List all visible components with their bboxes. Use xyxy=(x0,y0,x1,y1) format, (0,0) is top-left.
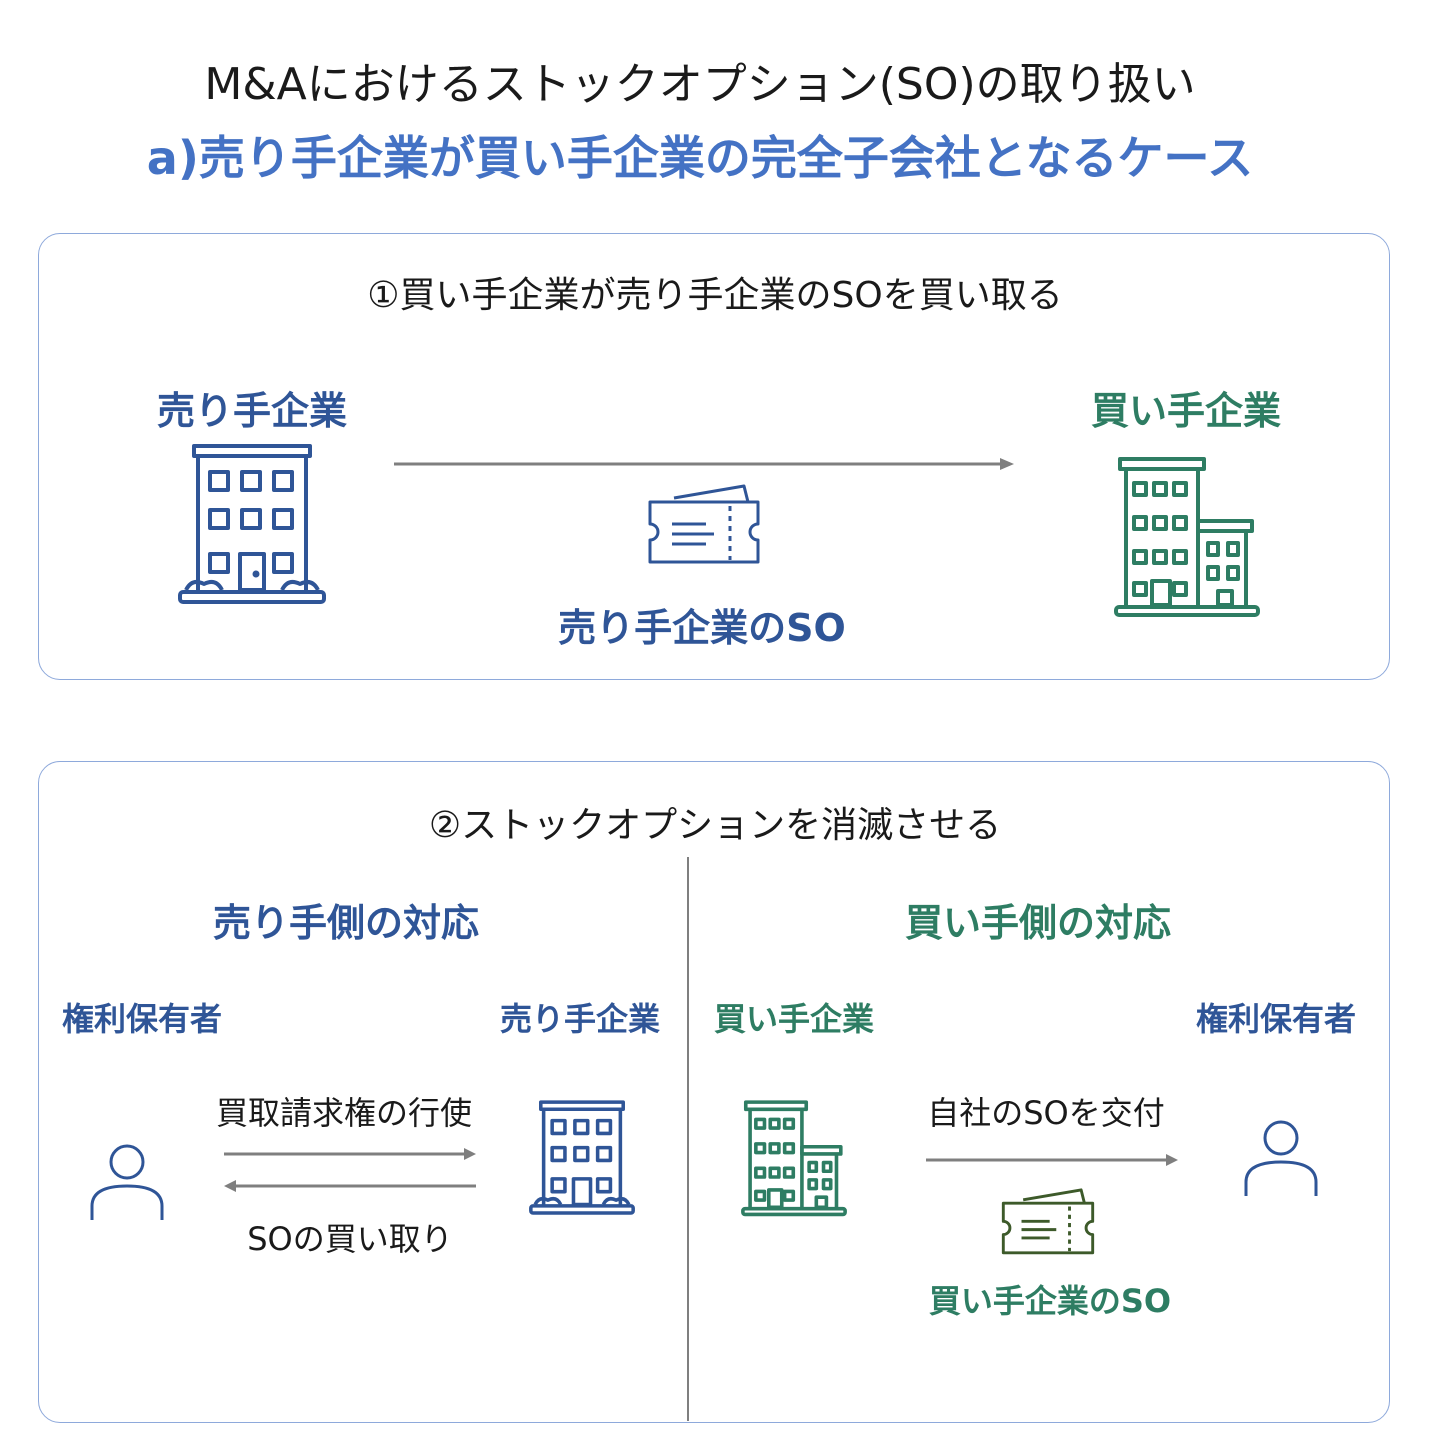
person-icon xyxy=(1244,1120,1318,1196)
issue-so-arrow xyxy=(926,1154,1178,1166)
transfer-arrow xyxy=(394,458,1014,470)
panel-buyback xyxy=(38,233,1390,680)
buyer-so-label: 買い手企業のSO xyxy=(928,1282,1172,1320)
page-subtitle: a)売り手企業が買い手企業の完全子会社となるケース xyxy=(146,131,1254,185)
buyback-arrow xyxy=(224,1180,476,1192)
left-holder-label: 権利保有者 xyxy=(61,1000,222,1038)
buyer-side-title: 買い手側の対応 xyxy=(904,901,1171,945)
panel-buyback-heading: ①買い手企業が売り手企業のSOを買い取る xyxy=(367,275,1063,316)
seller-label: 売り手企業 xyxy=(156,389,347,433)
right-holder-label: 権利保有者 xyxy=(1195,1000,1356,1038)
ticket-icon xyxy=(1001,1188,1095,1255)
person-icon xyxy=(90,1144,164,1220)
right-buyer-label: 買い手企業 xyxy=(713,1000,874,1038)
buyer-label: 買い手企業 xyxy=(1090,389,1281,433)
buyer-building-icon xyxy=(741,1100,847,1217)
seller-building-icon xyxy=(529,1100,635,1215)
ticket-icon xyxy=(648,484,760,564)
buyer-building-icon xyxy=(1114,457,1260,617)
issue-so-label: 自社のSOを交付 xyxy=(927,1094,1165,1132)
exercise-arrow xyxy=(224,1148,476,1160)
exercise-label: 買取請求権の行使 xyxy=(215,1094,472,1132)
seller-so-label: 売り手企業のSO xyxy=(558,606,846,650)
page-title: M&Aにおけるストックオプション(SO)の取り扱い xyxy=(204,59,1196,110)
buyback-label: SOの買い取り xyxy=(247,1220,453,1258)
panel-extinguish-heading: ②ストックオプションを消滅させる xyxy=(428,805,1002,846)
seller-building-icon xyxy=(178,444,326,604)
seller-side-title: 売り手側の対応 xyxy=(212,901,479,945)
panel-extinguish xyxy=(38,761,1390,1423)
left-seller-label: 売り手企業 xyxy=(499,1000,660,1038)
panel-divider xyxy=(687,857,689,1421)
